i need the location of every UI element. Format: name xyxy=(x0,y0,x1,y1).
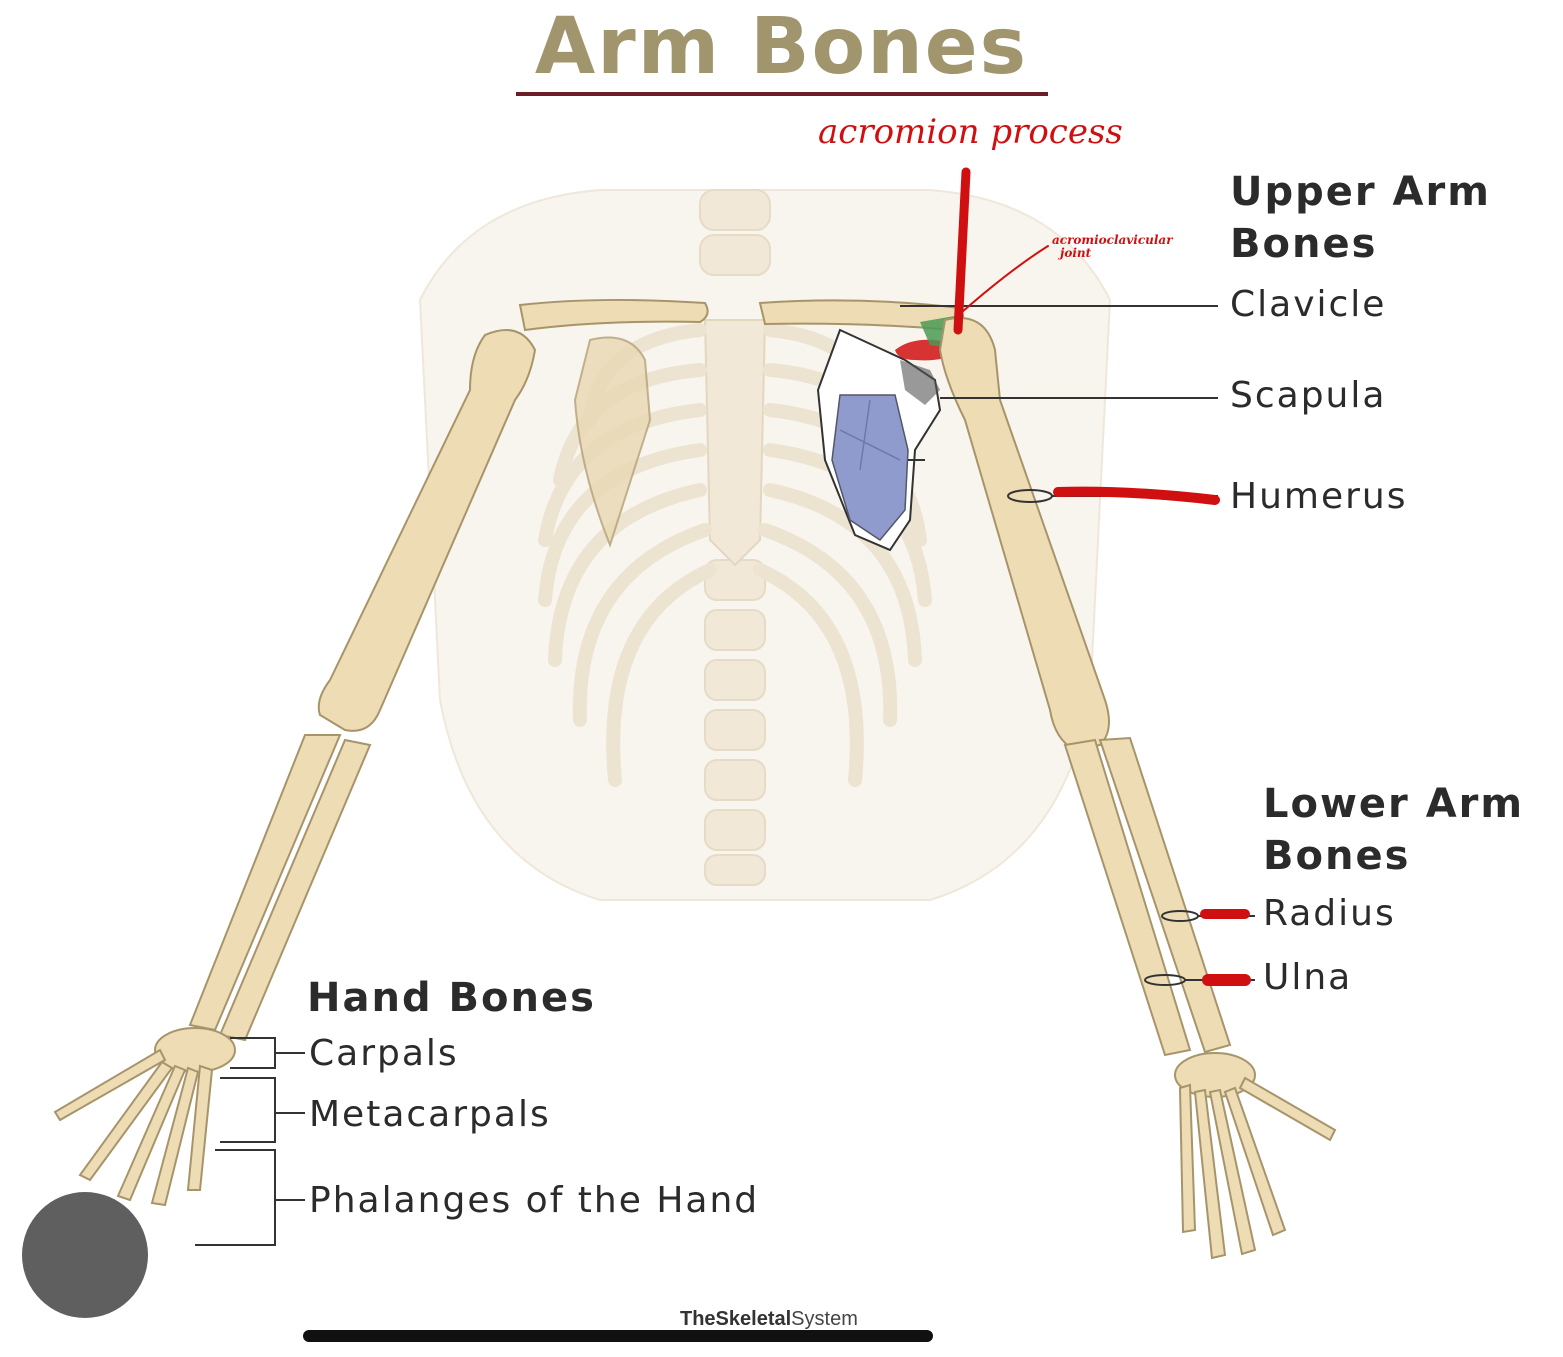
label-metacarpals: Metacarpals xyxy=(309,1094,551,1135)
upper-arm-heading-line1: Upper Arm xyxy=(1230,169,1491,215)
label-carpals: Carpals xyxy=(309,1033,459,1074)
scapula-blue-fill xyxy=(831,394,909,541)
diagram-title: Arm Bones xyxy=(534,2,1029,92)
hand-right xyxy=(1174,1052,1337,1260)
hand-left xyxy=(53,1027,236,1207)
scapula-left xyxy=(573,336,652,548)
lower-arm-heading: Lower Arm Bones xyxy=(1263,778,1524,882)
label-phalanges: Phalanges of the Hand xyxy=(309,1180,760,1221)
humerus-left xyxy=(317,329,537,732)
google-lens-icon[interactable] xyxy=(22,1192,148,1318)
lower-arm-heading-line1: Lower Arm xyxy=(1263,781,1525,827)
ac-joint-annotation: acromioclavicular joint xyxy=(1052,234,1173,260)
credit-bold: TheSkeletal xyxy=(680,1308,792,1330)
radius-right xyxy=(1063,738,1192,1057)
credit-light: System xyxy=(791,1308,858,1330)
acromion-annotation: acromion process xyxy=(818,112,1123,152)
sternum xyxy=(703,319,767,567)
ac-joint-line1: acromioclavicular xyxy=(1052,233,1173,247)
ac-joint-line2: joint xyxy=(1060,246,1092,260)
label-ulna: Ulna xyxy=(1263,957,1353,998)
label-radius: Radius xyxy=(1263,893,1396,934)
lower-arm-heading-line2: Bones xyxy=(1263,833,1411,879)
upper-arm-heading-line2: Bones xyxy=(1230,221,1378,267)
label-humerus: Humerus xyxy=(1230,476,1408,517)
hand-bones-heading: Hand Bones xyxy=(307,975,596,1021)
upper-arm-heading: Upper Arm Bones xyxy=(1230,166,1491,270)
red-annotations xyxy=(953,167,1251,986)
label-scapula: Scapula xyxy=(1230,375,1387,416)
source-credit: TheSkeletalSystem xyxy=(680,1308,858,1331)
clavicle-left xyxy=(518,298,709,332)
ulna-right xyxy=(1098,736,1232,1054)
ulna-left xyxy=(218,738,372,1042)
home-indicator[interactable] xyxy=(303,1330,933,1342)
label-clavicle: Clavicle xyxy=(1230,284,1387,325)
